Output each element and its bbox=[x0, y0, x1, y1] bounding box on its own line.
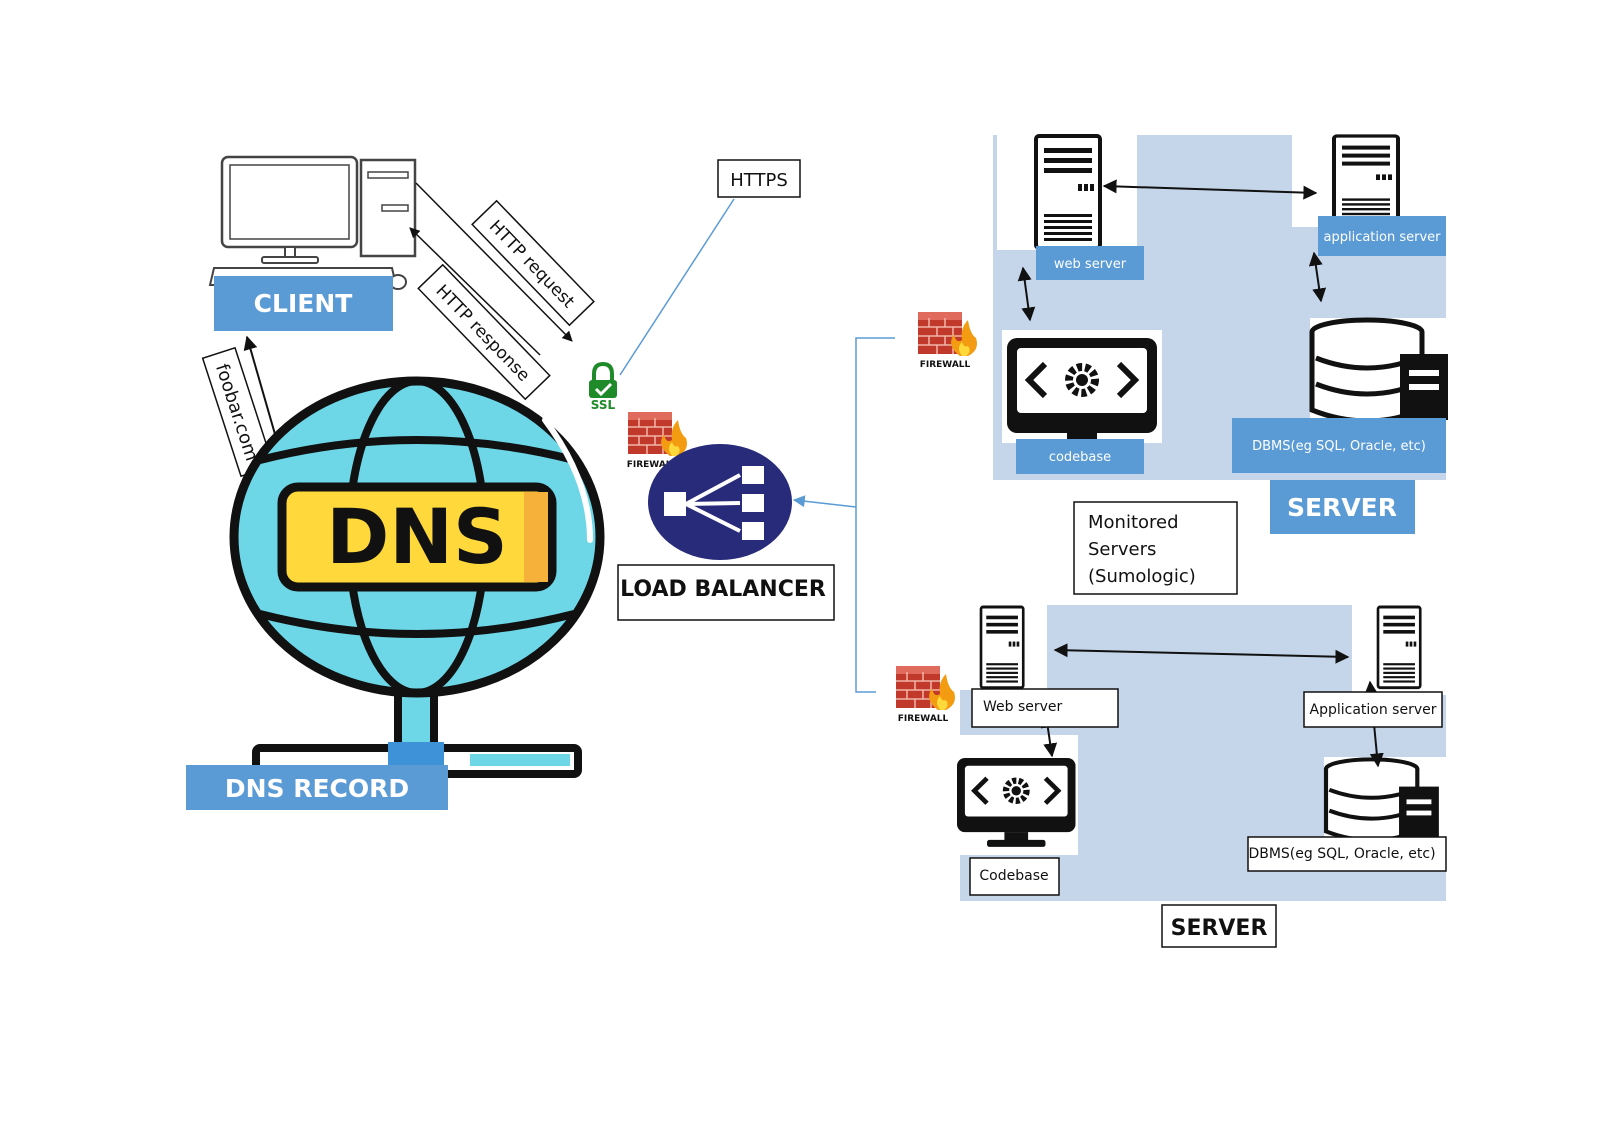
web-app-arrow-top bbox=[1102, 179, 1318, 200]
firewall-icon: FIREWALL bbox=[627, 411, 688, 470]
lock-icon: SSL bbox=[589, 361, 617, 412]
codebase-label-bottom: Codebase bbox=[979, 868, 1048, 884]
ssl-label: SSL bbox=[591, 398, 616, 412]
https-box bbox=[717, 159, 801, 198]
codebase-label-box bbox=[1016, 439, 1144, 474]
monitoring-line-1: Monitored bbox=[1088, 512, 1179, 533]
firewall-icon: FIREWALL bbox=[917, 311, 978, 370]
http-response-arrow bbox=[409, 227, 541, 356]
dbms-label-bottom: DBMS(eg SQL, Oracle, etc) bbox=[1248, 846, 1435, 862]
server-tower-icon bbox=[1034, 134, 1102, 250]
globe-network-icon: DNS bbox=[229, 376, 605, 778]
dns-globe-text: DNS bbox=[326, 492, 507, 581]
server-title-top: SERVER bbox=[1287, 493, 1397, 522]
https-label: HTTPS bbox=[730, 170, 788, 191]
app-server-box-bottom bbox=[1303, 691, 1443, 728]
monitoring-line-2: Servers bbox=[1088, 539, 1156, 560]
codebase-label-top: codebase bbox=[1049, 450, 1111, 465]
web-server-label-box bbox=[1036, 246, 1144, 280]
firewall-label-lb: FIREWALL bbox=[627, 460, 678, 470]
dbms-box-bottom bbox=[1247, 836, 1447, 872]
load-balancer-label: LOAD BALANCER bbox=[620, 577, 826, 602]
firewall-label-bottom: FIREWALL bbox=[898, 714, 949, 724]
server-tower-icon bbox=[1332, 134, 1400, 228]
dns-record-label-box bbox=[186, 765, 448, 810]
load-balancer-box bbox=[617, 564, 835, 621]
monitoring-line-3: (Sumologic) bbox=[1088, 566, 1196, 587]
monitoring-box bbox=[1073, 501, 1238, 595]
dbms-label-box bbox=[1232, 418, 1446, 473]
app-db-arrow-top bbox=[1308, 251, 1327, 303]
client-label: CLIENT bbox=[254, 289, 353, 318]
desktop-computer-icon bbox=[208, 155, 417, 290]
http-request-label: HTTP request bbox=[485, 217, 578, 313]
web-app-arrow-bottom bbox=[1053, 643, 1350, 664]
web-server-label-bottom: Web server bbox=[983, 699, 1063, 715]
server-title-box-bottom bbox=[1161, 904, 1277, 948]
server-title-bottom: SERVER bbox=[1171, 916, 1268, 941]
server-tower-icon bbox=[1376, 605, 1422, 690]
app-server-label-bottom: Application server bbox=[1310, 702, 1437, 718]
https-connector bbox=[619, 198, 735, 376]
client-label-box bbox=[214, 276, 393, 331]
firewall-icon: FIREWALL bbox=[895, 665, 956, 724]
server-title-box-top bbox=[1270, 480, 1415, 534]
dns-record-label: DNS RECORD bbox=[225, 774, 409, 803]
server-tower-icon bbox=[979, 605, 1025, 690]
load-balancer-icon bbox=[648, 444, 792, 560]
lb-connector-arrow bbox=[792, 495, 857, 508]
app-server-label-top: application server bbox=[1324, 230, 1442, 245]
app-server-label-box bbox=[1318, 216, 1446, 256]
web-server-label-top: web server bbox=[1054, 257, 1127, 272]
dbms-label-top: DBMS(eg SQL, Oracle, etc) bbox=[1252, 439, 1426, 454]
http-request-arrow bbox=[415, 182, 573, 342]
firewall-label-top: FIREWALL bbox=[920, 360, 971, 370]
web-code-arrow-top bbox=[1017, 266, 1036, 322]
web-server-box-bottom bbox=[971, 688, 1119, 728]
codebase-box-bottom bbox=[969, 857, 1060, 896]
lb-bracket bbox=[855, 337, 895, 693]
